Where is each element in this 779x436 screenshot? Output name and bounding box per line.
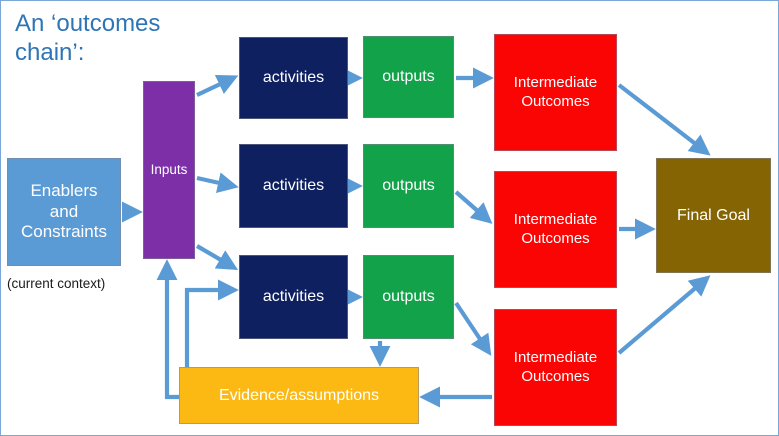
node-outputs-3[interactable]: outputs [363, 255, 454, 339]
current-context-note: (current context) [7, 276, 106, 291]
node-enablers-and-constraints[interactable]: Enablers and Constraints [7, 158, 121, 266]
page-title: An ‘outcomes chain’: [15, 10, 161, 67]
node-activities-2[interactable]: activities [239, 144, 348, 228]
node-activities-1[interactable]: activities [239, 37, 348, 119]
node-intermediate-outcomes-3[interactable]: Intermediate Outcomes [494, 309, 617, 426]
node-inputs[interactable]: Inputs [143, 81, 195, 259]
node-intermediate-outcomes-2[interactable]: Intermediate Outcomes [494, 171, 617, 288]
node-evidence-assumptions[interactable]: Evidence/assumptions [179, 367, 419, 424]
node-outputs-2[interactable]: outputs [363, 144, 454, 228]
node-final-goal[interactable]: Final Goal [656, 158, 771, 273]
node-outputs-1[interactable]: outputs [363, 36, 454, 118]
node-intermediate-outcomes-1[interactable]: Intermediate Outcomes [494, 34, 617, 151]
node-activities-3[interactable]: activities [239, 255, 348, 339]
